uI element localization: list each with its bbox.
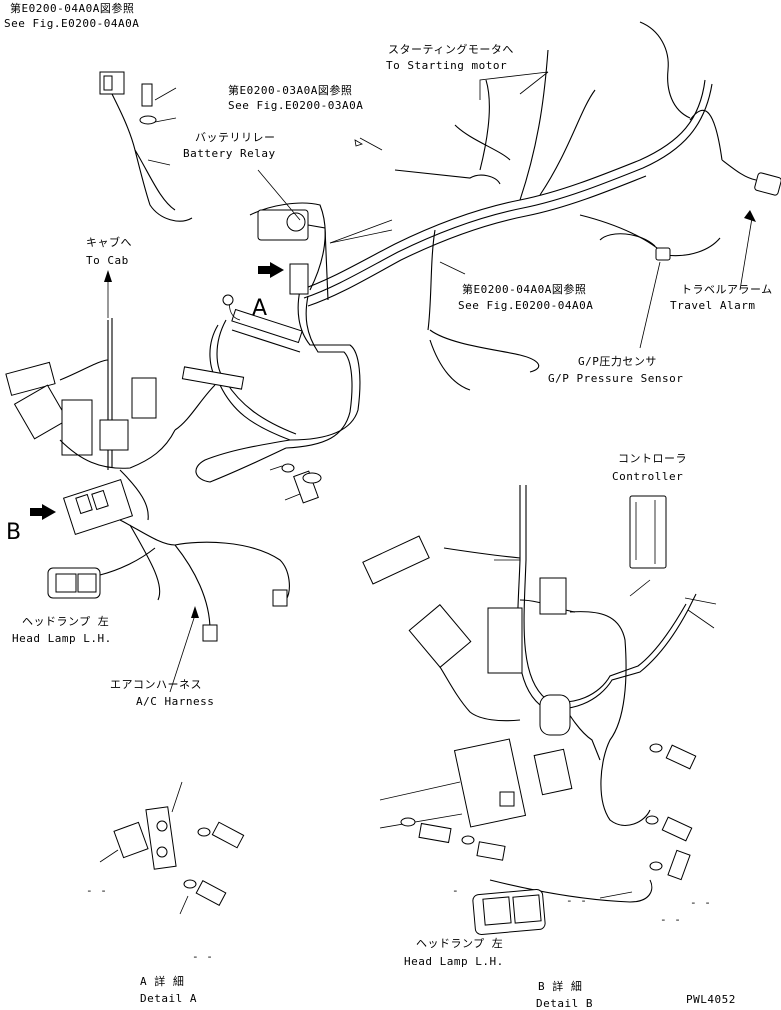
controller-box — [629, 495, 667, 569]
to-cab-en: To Cab — [86, 254, 129, 267]
detail-a-en: Detail A — [140, 992, 197, 1005]
detail-b-fasteners — [400, 743, 697, 881]
head-lamp-left — [47, 547, 156, 599]
head-lamp-left-jp: ヘッドランプ 左 — [22, 615, 110, 628]
relay-box-b — [62, 479, 290, 642]
dash-b3: - - — [660, 913, 682, 926]
dash-a1: - - — [86, 884, 108, 897]
detail-a-jp: A 詳 細 — [140, 975, 185, 988]
head-lamp-b-en: Head Lamp L.H. — [404, 955, 504, 968]
see-fig-04a0a-mid-jp: 第E0200-04A0A図参照 — [462, 283, 587, 296]
starting-motor-en: To Starting motor — [386, 59, 508, 72]
marker-b: B — [6, 520, 22, 545]
detail-b-jp: B 詳 細 — [538, 980, 583, 993]
travel-alarm — [721, 159, 781, 291]
cab-connector-strip-a — [181, 294, 303, 390]
see-fig-04a0a-top-jp: 第E0200-04A0A図参照 — [10, 2, 135, 15]
detail-b-head-lamp — [472, 889, 633, 935]
drawing-number: PWL4052 — [686, 993, 736, 1006]
marker-arrows — [30, 262, 284, 520]
dash-b2: - - — [690, 896, 712, 909]
see-fig-04a0a-mid-en: See Fig.E0200-04A0A — [458, 299, 594, 312]
dash-b4: - — [452, 884, 460, 897]
dash-a2: - - — [192, 950, 214, 963]
gp-sensor-jp: G/P圧力センサ — [578, 355, 657, 368]
detail-b-en: Detail B — [536, 997, 593, 1010]
left-cab-cluster — [5, 318, 216, 521]
see-fig-03a0a-en: See Fig.E0200-03A0A — [228, 99, 364, 112]
gp-sensor-en: G/P Pressure Sensor — [548, 372, 684, 385]
ac-harness-jp: エアコンハーネス — [110, 678, 202, 691]
detail-b-harness — [362, 485, 717, 903]
travel-alarm-en: Travel Alarm — [670, 299, 756, 312]
bolt-washer-a — [269, 463, 322, 504]
battery-relay — [257, 169, 329, 301]
see-fig-03a0a-jp: 第E0200-03A0A図参照 — [228, 84, 353, 97]
detail-a-bracket — [99, 781, 245, 915]
ac-harness-en: A/C Harness — [136, 695, 215, 708]
marker-a: A — [252, 296, 268, 321]
controller-jp: コントローラ — [618, 452, 687, 465]
head-lamp-left-en: Head Lamp L.H. — [12, 632, 112, 645]
dash-b1: - - — [566, 894, 588, 907]
controller-en: Controller — [612, 470, 684, 483]
travel-alarm-jp: トラベルアラーム — [681, 283, 773, 296]
leader-lines — [104, 71, 651, 693]
battery-relay-jp: バッテリリレー — [195, 131, 276, 144]
gp-pressure-sensor — [639, 247, 671, 349]
head-lamp-b-jp: ヘッドランプ 左 — [416, 937, 504, 950]
upper-left-connector-group — [99, 71, 193, 222]
battery-relay-en: Battery Relay — [183, 147, 276, 160]
starting-motor-jp: スターティングモータへ — [388, 43, 514, 56]
detail-b-relay-box — [379, 738, 573, 829]
see-fig-04a0a-top-en: See Fig.E0200-04A0A — [4, 17, 140, 30]
to-cab-jp: キャブへ — [86, 236, 132, 249]
